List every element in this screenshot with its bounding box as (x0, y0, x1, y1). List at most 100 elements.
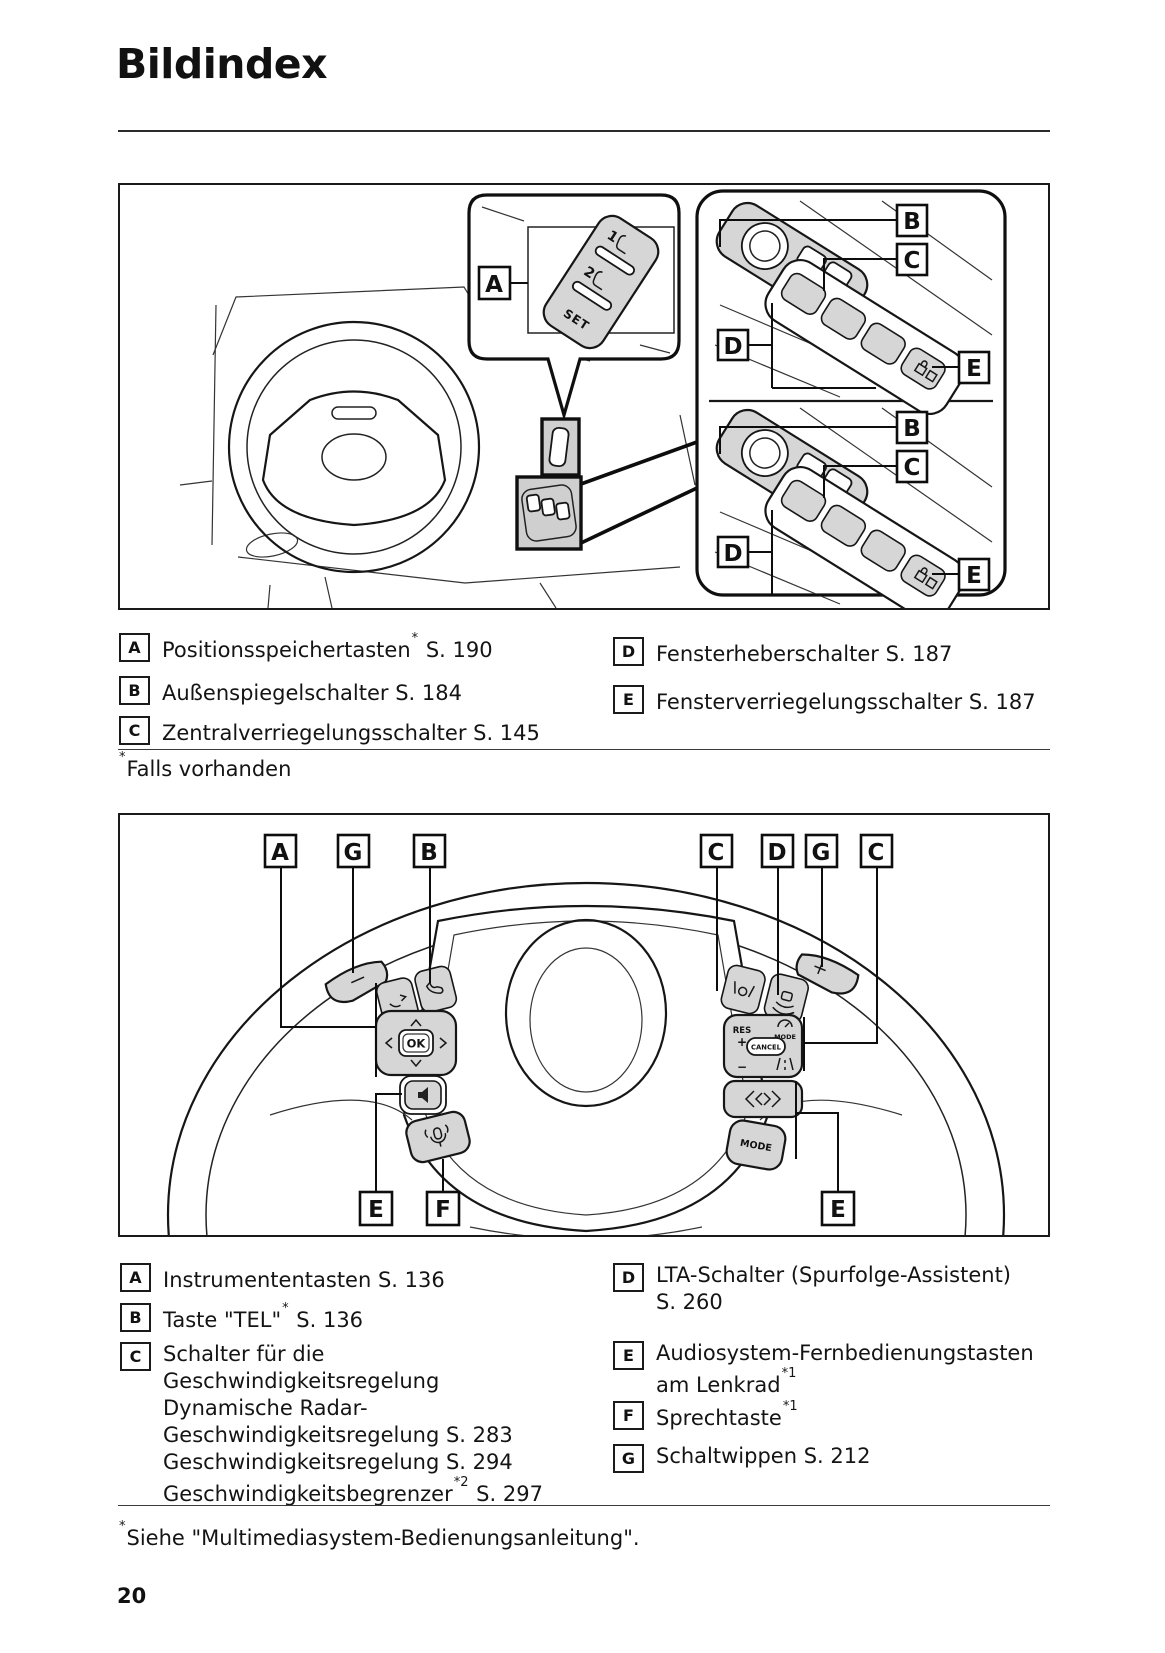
set-minus-label: − (737, 1060, 747, 1074)
legend-letter-box: B (120, 1303, 151, 1332)
seat-memory-bubble: 1 2 SET A (467, 193, 681, 421)
talk-button (405, 1110, 471, 1164)
volume-button (399, 1075, 447, 1115)
track-skip-buttons (722, 1079, 804, 1119)
callout-e2: E (830, 1197, 846, 1223)
callout-boxes: A G B C D G C E F E (263, 833, 894, 1227)
legend2-item-c: C Schalter für die Geschwindigkeitsregel… (120, 1341, 543, 1508)
window-switch-1 (780, 272, 827, 315)
legend-text: Sprechtaste*1 (656, 1399, 798, 1430)
callout-c: C (708, 840, 725, 866)
legend2-item-f: F Sprechtaste*1 (613, 1399, 799, 1432)
window-switch-3 (860, 322, 906, 365)
switch-location-markers (515, 417, 583, 551)
radar-cruise-icon (772, 990, 795, 1015)
legend2-item-g: G Schaltwippen S. 212 (613, 1443, 870, 1473)
callout-b: B (903, 209, 921, 235)
minus-mark (350, 976, 365, 984)
legend2-item-d: D LTA-Schalter (Spurfolge-Assistent) S. … (613, 1262, 1011, 1316)
window-switch-2 (820, 297, 867, 340)
paddle-shifter-left (324, 960, 389, 1004)
legend-letter: A (128, 638, 141, 657)
wheel-center-pad (269, 904, 903, 1235)
legend-letter-box: D (613, 637, 644, 666)
legend-letter-box: D (613, 1263, 644, 1292)
window-lock-icon (913, 360, 938, 383)
call-return-icon (389, 994, 408, 1008)
callout-d: D (723, 334, 742, 360)
legend-letter-box: A (120, 1263, 151, 1292)
availability-note: *Falls vorhanden (119, 750, 292, 781)
page-number: 20 (117, 1584, 147, 1608)
legend-text: Außenspiegelschalter S. 184 (162, 681, 462, 705)
callout-b: B (420, 840, 438, 866)
speaker-icon (418, 1087, 428, 1103)
legend-letter: F (623, 1406, 634, 1425)
legend-letter: D (621, 642, 636, 661)
callout-a: A (271, 840, 289, 866)
legend-text: Taste "TEL"* S. 136 (163, 1301, 364, 1332)
legend-letter-box: C (120, 1342, 151, 1371)
legend-text: LTA-Schalter (Spurfolge-Assistent) S. 26… (656, 1263, 1011, 1314)
lane-keep-icon (734, 981, 755, 998)
door-panel-inset: B C D E (695, 189, 1007, 608)
legend-letter: D (621, 1268, 636, 1287)
legend-letter: E (623, 690, 634, 709)
mode-button: MODE (725, 1119, 787, 1171)
legend-letter: C (128, 721, 141, 740)
legend-text: Fensterheberschalter S. 187 (656, 642, 953, 666)
callout-f: F (435, 1197, 451, 1223)
assist-buttons (720, 964, 809, 1024)
callout-g: G (344, 840, 363, 866)
footer-rule (118, 1505, 1050, 1506)
chevron-down-icon (410, 1059, 422, 1068)
steering-wheel (227, 320, 481, 574)
mode-button-label: MODE (739, 1138, 772, 1154)
legend2-item-e: E Audiosystem-Fernbedienungstasten am Le… (613, 1340, 1034, 1399)
next-track-icon (763, 1090, 782, 1108)
legend-letter-box: E (613, 685, 644, 714)
legend-text: Instrumententasten S. 136 (163, 1268, 445, 1292)
cockpit-illustration: B C D E (179, 189, 1007, 608)
legend-letter: G (621, 1449, 636, 1468)
cruise-mode-icon (777, 1019, 793, 1028)
chevron-left-icon (384, 1037, 393, 1049)
legend-text: Zentralverriegelungsschalter S. 145 (162, 721, 540, 745)
callout-c2: C (868, 840, 885, 866)
legend1-item-e: E Fensterverriegelungsschalter S. 187 (613, 684, 1038, 716)
callout-d: D (767, 840, 786, 866)
leader-lines (280, 867, 878, 1192)
right-button-cluster: RES + − MODE CANCEL (720, 953, 860, 1171)
legend-text: Audiosystem-Fernbedienungstasten am Lenk… (656, 1341, 1034, 1397)
legend-text: Fensterverriegelungsschalter S. 187 (656, 690, 1036, 714)
cruise-control-pad: RES + − MODE CANCEL (722, 1013, 804, 1079)
phone-icon (425, 980, 444, 994)
legend-letter-box: A (119, 633, 150, 662)
title-rule (118, 130, 1050, 132)
callout-a: A (485, 272, 503, 298)
legend-letter: B (128, 681, 141, 700)
seat-icon (592, 271, 603, 291)
mirror-adjust-knob (740, 222, 789, 270)
left-button-cluster: OK (324, 960, 471, 1164)
callout-e: E (368, 1197, 384, 1223)
seat-memory-switch: 1 2 SET (542, 214, 660, 350)
lta-icon (776, 1057, 794, 1071)
callout-e: E (966, 356, 982, 382)
window-switch-row (764, 258, 966, 416)
callout-g2: G (812, 840, 831, 866)
legend2-item-b: B Taste "TEL"* S. 136 (120, 1301, 364, 1334)
ok-pad: OK (374, 1009, 458, 1077)
previous-track-icon (744, 1090, 763, 1108)
legend-text: Positionsspeichertasten* S. 190 (162, 631, 493, 662)
legend-letter: C (129, 1347, 142, 1366)
seat-icon (615, 234, 627, 255)
legend-letter: B (129, 1308, 142, 1327)
legend2-item-a: A Instrumententasten S. 136 (120, 1262, 447, 1294)
legend-text: Schaltwippen S. 212 (656, 1444, 871, 1468)
legend1-item-b: B Außenspiegelschalter S. 184 (119, 675, 464, 707)
legend1-item-a: A Positionsspeichertasten* S. 190 (119, 631, 493, 664)
diagram-steering-wheel-buttons: OK (118, 813, 1050, 1237)
section-rule (118, 749, 1050, 750)
